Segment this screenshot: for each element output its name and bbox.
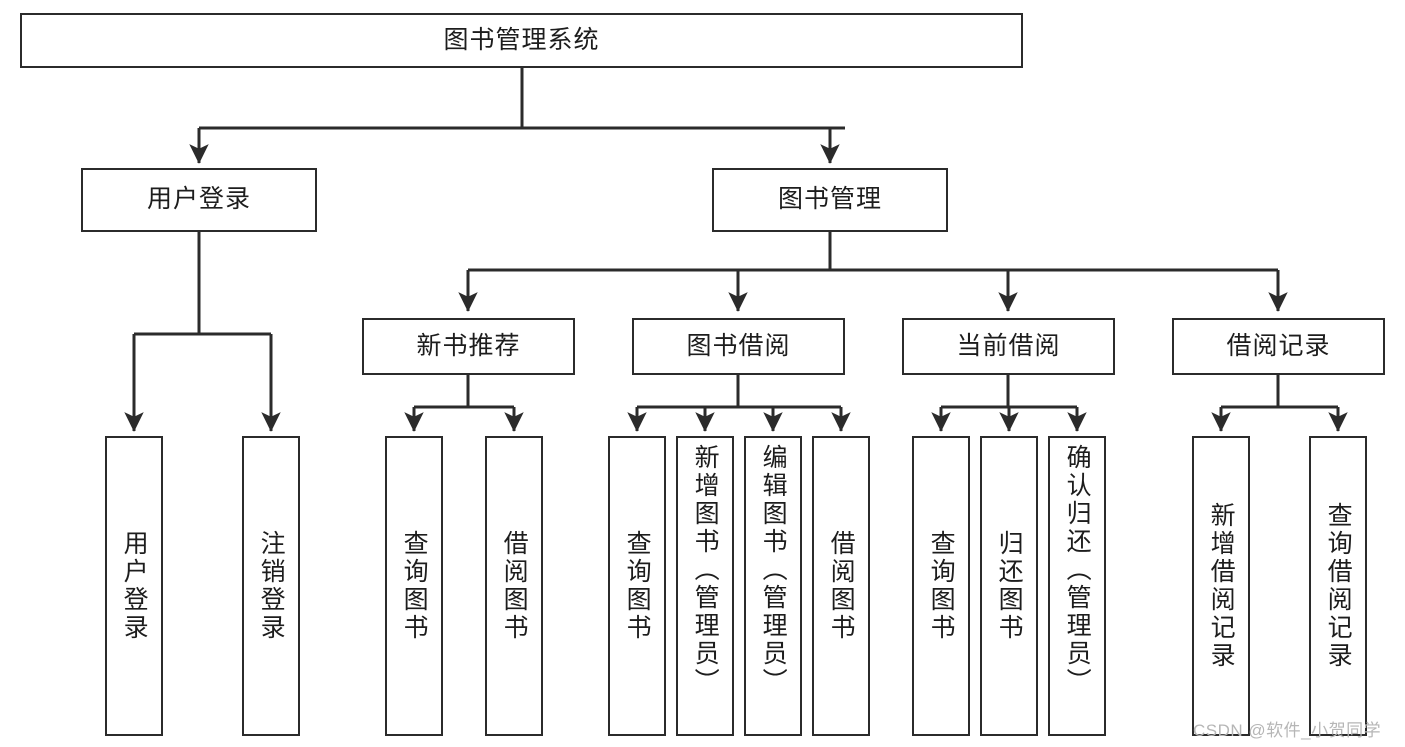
node-leaf-return-book[interactable]: 归还图书 xyxy=(980,436,1038,736)
node-leaf-query-book-2-label: 查询图书 xyxy=(623,530,652,642)
node-leaf-query-record[interactable]: 查询借阅记录 xyxy=(1309,436,1367,736)
node-leaf-query-book-1-label: 查询图书 xyxy=(400,530,429,642)
node-leaf-borrow-book-1-label: 借阅图书 xyxy=(500,530,529,642)
node-leaf-return-book-label: 归还图书 xyxy=(995,530,1024,642)
node-leaf-edit-book-label: 编辑图书（管理员） xyxy=(759,444,788,696)
node-root-label: 图书管理系统 xyxy=(443,25,600,54)
node-book-manage-label: 图书管理 xyxy=(777,185,882,214)
node-borrow-record[interactable]: 借阅记录 xyxy=(1172,318,1385,375)
node-new-book-rec[interactable]: 新书推荐 xyxy=(362,318,575,375)
node-current-borrow[interactable]: 当前借阅 xyxy=(902,318,1115,375)
node-leaf-borrow-book-2[interactable]: 借阅图书 xyxy=(812,436,870,736)
node-user-login[interactable]: 用户登录 xyxy=(81,168,317,232)
node-user-login-label: 用户登录 xyxy=(146,185,251,214)
node-root[interactable]: 图书管理系统 xyxy=(20,13,1023,68)
node-leaf-add-record-label: 新增借阅记录 xyxy=(1207,502,1236,670)
node-borrow-record-label: 借阅记录 xyxy=(1226,331,1331,360)
node-leaf-query-book-3[interactable]: 查询图书 xyxy=(912,436,970,736)
node-book-borrow-label: 图书借阅 xyxy=(686,331,791,360)
node-current-borrow-label: 当前借阅 xyxy=(956,331,1061,360)
node-leaf-borrow-book-2-label: 借阅图书 xyxy=(827,530,856,642)
node-leaf-logout[interactable]: 注销登录 xyxy=(242,436,300,736)
node-leaf-add-book[interactable]: 新增图书（管理员） xyxy=(676,436,734,736)
node-leaf-add-record[interactable]: 新增借阅记录 xyxy=(1192,436,1250,736)
node-leaf-confirm-return-label: 确认归还（管理员） xyxy=(1063,444,1092,696)
node-leaf-query-book-1[interactable]: 查询图书 xyxy=(385,436,443,736)
node-book-manage[interactable]: 图书管理 xyxy=(712,168,948,232)
node-leaf-borrow-book-1[interactable]: 借阅图书 xyxy=(485,436,543,736)
csdn-watermark: CSDN @软件_小贺同学 xyxy=(1193,721,1382,740)
node-leaf-add-book-label: 新增图书（管理员） xyxy=(691,444,720,696)
node-leaf-logout-label: 注销登录 xyxy=(257,530,286,642)
node-leaf-edit-book[interactable]: 编辑图书（管理员） xyxy=(744,436,802,736)
node-leaf-query-record-label: 查询借阅记录 xyxy=(1324,502,1353,670)
node-leaf-query-book-2[interactable]: 查询图书 xyxy=(608,436,666,736)
node-leaf-confirm-return[interactable]: 确认归还（管理员） xyxy=(1048,436,1106,736)
node-book-borrow[interactable]: 图书借阅 xyxy=(632,318,845,375)
node-leaf-user-login[interactable]: 用户登录 xyxy=(105,436,163,736)
node-leaf-user-login-label: 用户登录 xyxy=(120,530,149,642)
node-leaf-query-book-3-label: 查询图书 xyxy=(927,530,956,642)
node-new-book-rec-label: 新书推荐 xyxy=(416,331,521,360)
